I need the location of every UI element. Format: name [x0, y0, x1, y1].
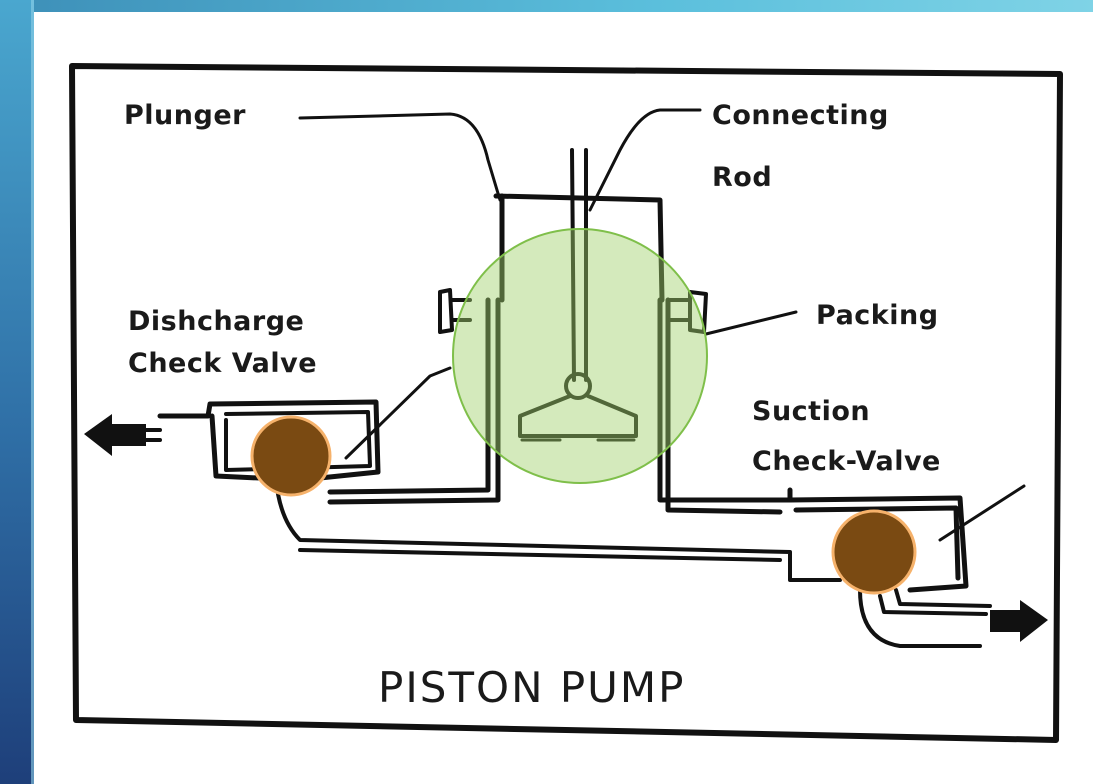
- suction-valve-ball: [831, 509, 917, 595]
- packing-glands: [438, 288, 708, 334]
- plunger-label: Plunger: [124, 100, 246, 131]
- slide-left-accent-strip: [0, 0, 34, 784]
- leader-lines: [298, 108, 1026, 542]
- suction-valve-label-line2: Check-Valve: [752, 446, 941, 477]
- slide-top-accent-bar: [0, 0, 1093, 12]
- connecting-rod: [518, 148, 638, 442]
- packing-label: Packing: [816, 300, 939, 331]
- diagram-title: PISTON PUMP: [378, 663, 686, 712]
- discharge-arrow-icon: [84, 414, 162, 456]
- plunger-highlight: [452, 228, 708, 484]
- suction-valve-housing: [787, 495, 992, 648]
- suction-arrow-icon: [990, 600, 1048, 642]
- cylinder: [327, 193, 793, 515]
- discharge-valve-ball: [250, 415, 332, 497]
- connecting-rod-label-line2: Rod: [712, 162, 772, 193]
- connecting-rod-label-line1: Connecting: [712, 100, 889, 131]
- discharge-valve-label-line2: Check Valve: [128, 348, 317, 379]
- diagram-frame: [69, 63, 1063, 743]
- suction-valve-label-line1: Suction: [752, 396, 870, 427]
- discharge-valve-label-line1: Dishcharge: [128, 306, 304, 337]
